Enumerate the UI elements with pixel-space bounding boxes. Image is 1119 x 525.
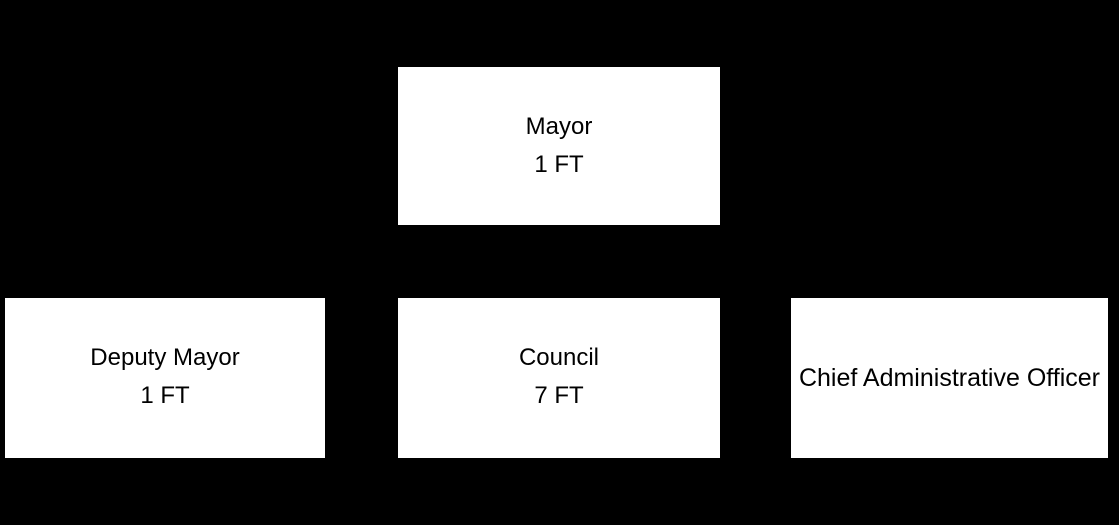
org-node-chief-administrative-officer-title: Chief Administrative Officer bbox=[798, 363, 1101, 392]
org-node-deputy-mayor[interactable]: Deputy Mayor 1 FT bbox=[5, 298, 325, 458]
org-node-council-fte: 7 FT bbox=[534, 382, 584, 409]
org-node-deputy-mayor-fte: 1 FT bbox=[140, 382, 190, 409]
org-node-council-title: Council bbox=[518, 344, 600, 371]
org-node-chief-administrative-officer[interactable]: Chief Administrative Officer bbox=[791, 298, 1108, 458]
org-node-mayor-fte: 1 FT bbox=[534, 151, 584, 178]
org-node-deputy-mayor-title: Deputy Mayor bbox=[90, 344, 240, 371]
org-node-council[interactable]: Council 7 FT bbox=[398, 298, 720, 458]
org-node-mayor-title: Mayor bbox=[525, 113, 593, 140]
org-node-mayor[interactable]: Mayor 1 FT bbox=[398, 67, 720, 225]
